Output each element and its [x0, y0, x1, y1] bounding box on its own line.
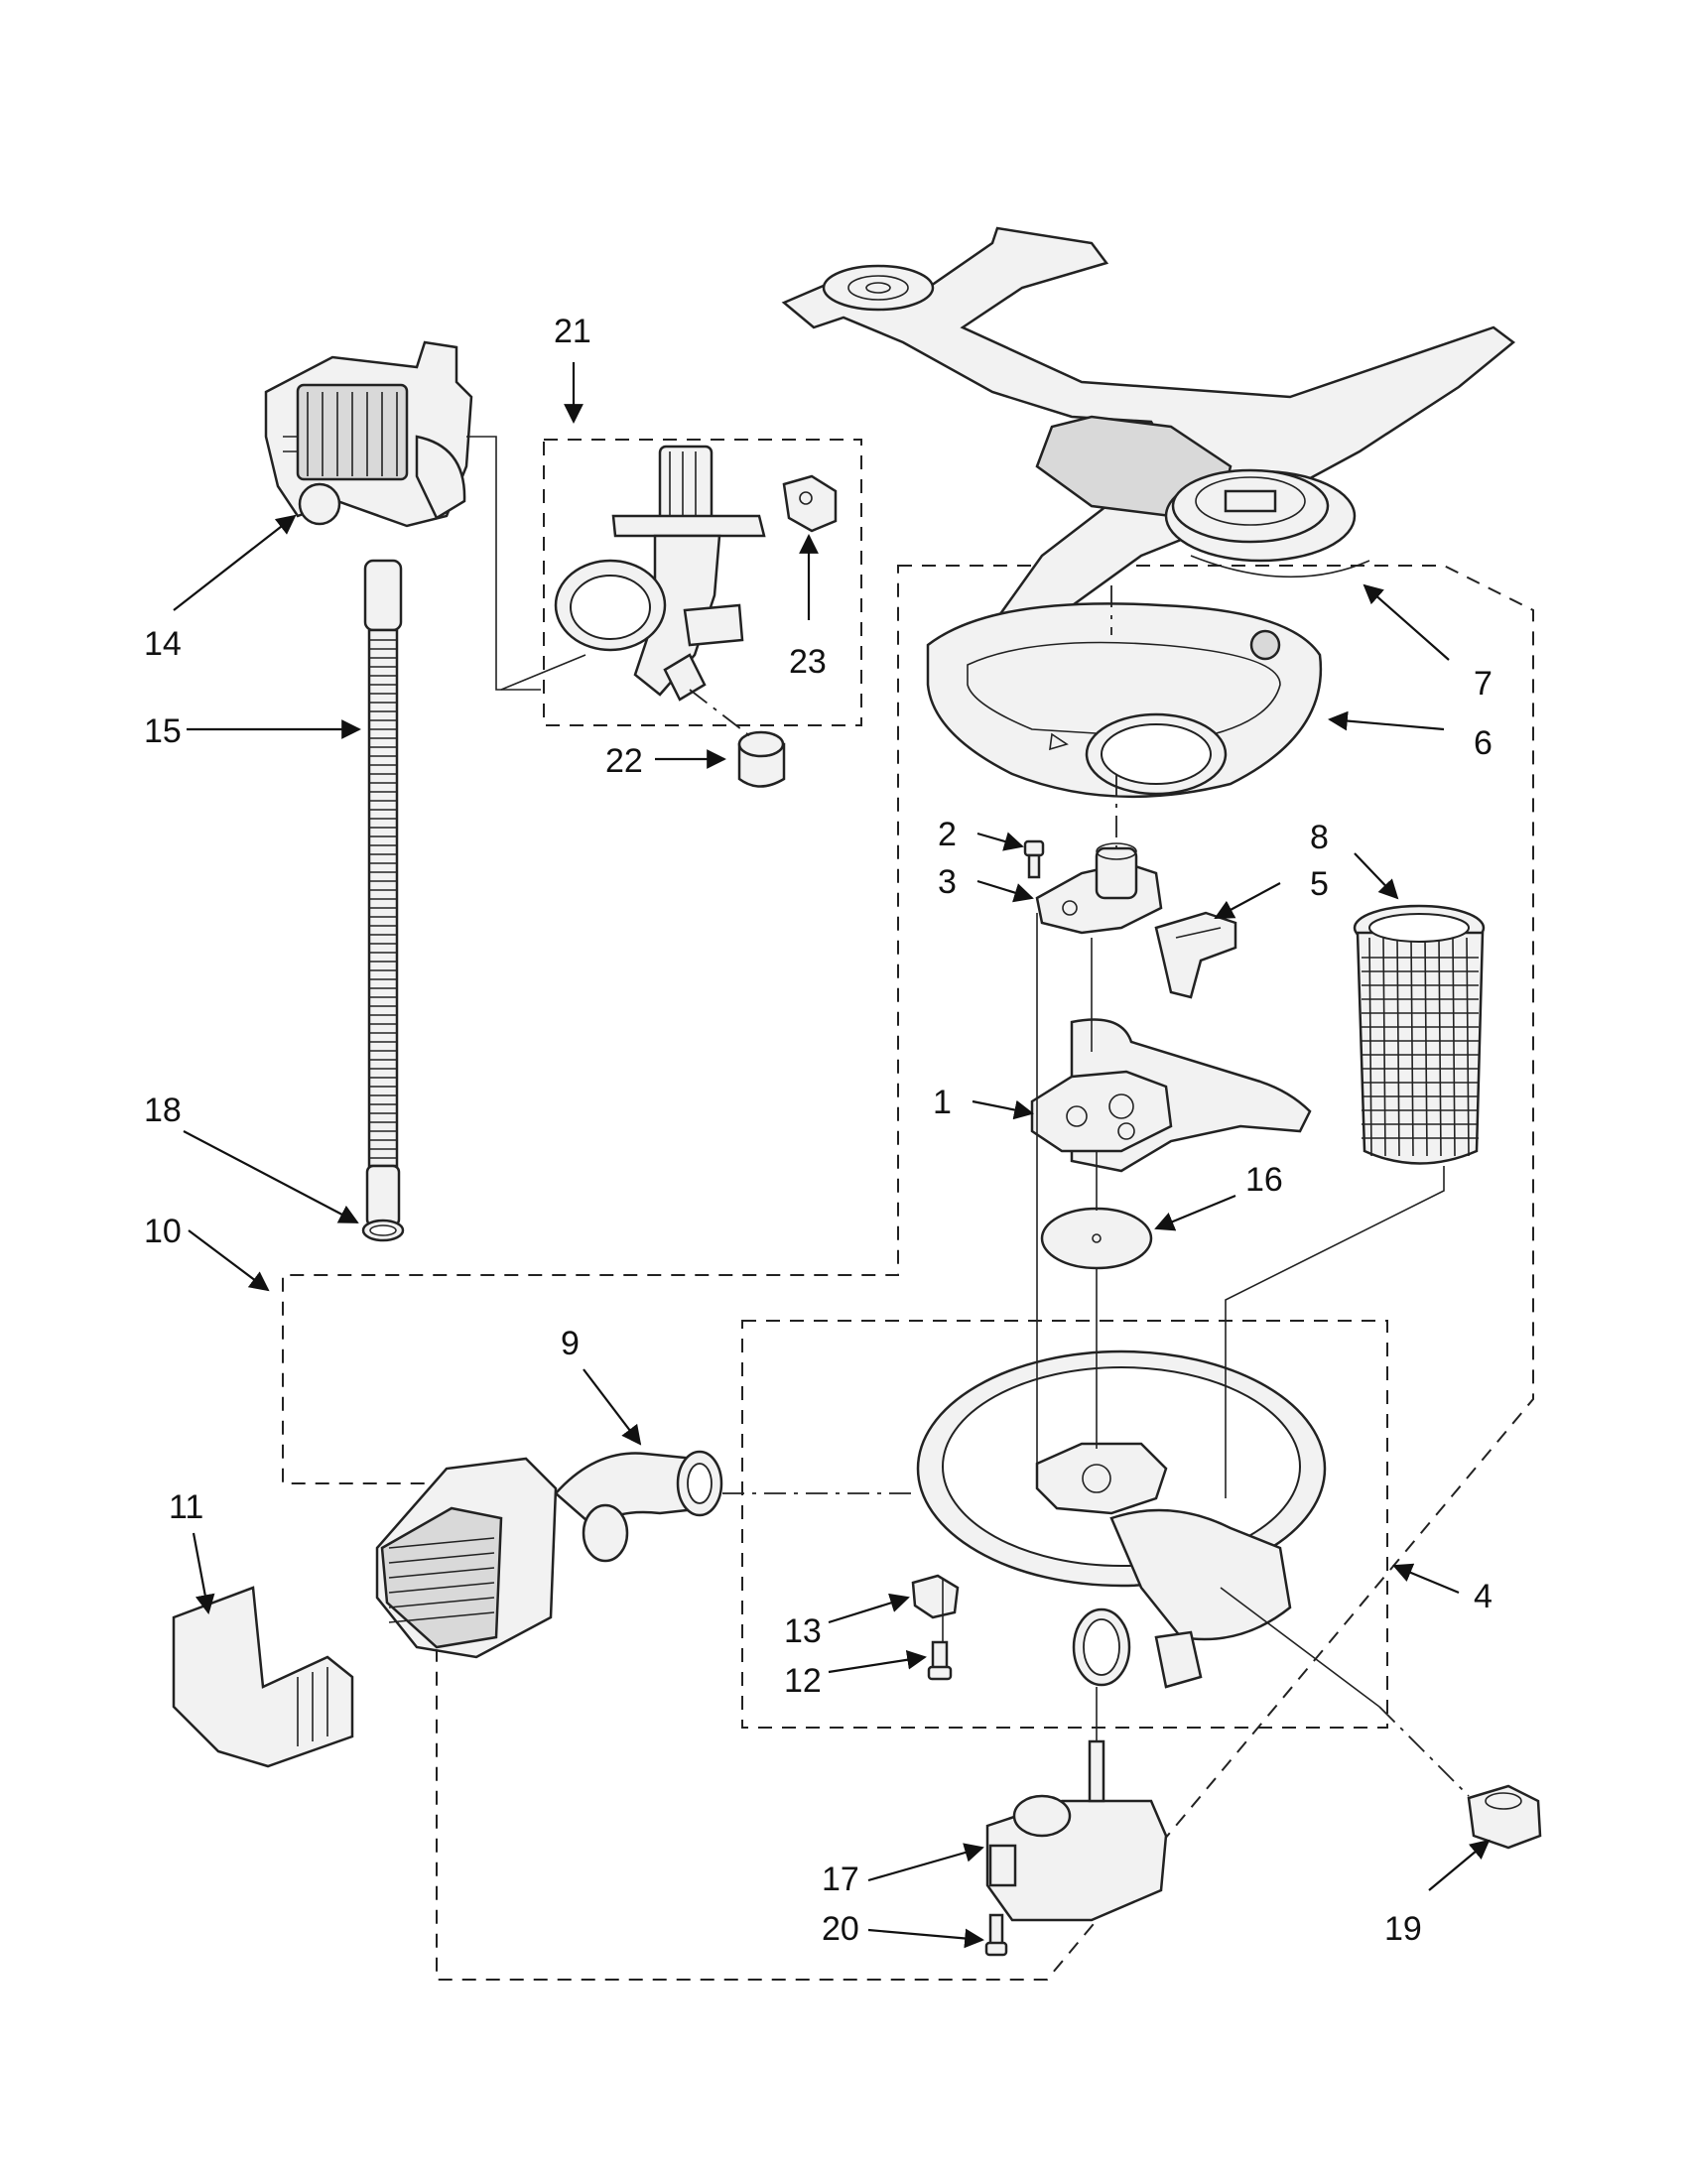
label-21: 21 — [554, 313, 591, 350]
label-11: 11 — [169, 1488, 203, 1526]
sump-assembly — [916, 1349, 1327, 1689]
label-14: 14 — [144, 625, 182, 663]
spray-plate — [926, 602, 1323, 799]
hose-elbow — [554, 1450, 723, 1563]
label-5: 5 — [1310, 865, 1329, 903]
spray-arm — [781, 226, 1516, 637]
screw-12 — [927, 1640, 953, 1681]
label-22: 22 — [605, 742, 643, 780]
manifold — [1035, 842, 1163, 935]
label-23: 23 — [789, 643, 827, 681]
label-1: 1 — [933, 1084, 952, 1121]
label-17: 17 — [822, 1861, 859, 1898]
label-4: 4 — [1474, 1578, 1493, 1615]
hose-clamp — [361, 1219, 405, 1242]
leader-arrows — [173, 362, 1491, 1949]
clip-part — [782, 474, 838, 533]
group-10-outline — [282, 565, 1534, 1981]
screw-2 — [1023, 839, 1045, 879]
disc-16 — [1040, 1207, 1153, 1270]
diverter-motor — [985, 1739, 1168, 1922]
diverter — [1154, 911, 1237, 999]
drain-hose — [363, 559, 403, 1227]
group-21-box — [543, 439, 862, 726]
label-19: 19 — [1384, 1910, 1422, 1948]
cap-part — [737, 730, 786, 788]
pump-housing-1 — [1030, 1018, 1312, 1173]
label-15: 15 — [144, 712, 182, 750]
label-2: 2 — [938, 816, 957, 853]
label-16: 16 — [1245, 1161, 1283, 1199]
sensor-19 — [1467, 1784, 1542, 1850]
connection-lines — [466, 436, 1470, 1797]
label-13: 13 — [784, 1612, 822, 1650]
label-7: 7 — [1474, 665, 1493, 703]
label-20: 20 — [822, 1910, 859, 1948]
bracket-13 — [911, 1574, 960, 1619]
label-8: 8 — [1310, 819, 1329, 856]
label-6: 6 — [1474, 724, 1493, 762]
filter — [1353, 904, 1486, 1165]
drain-pump — [264, 340, 473, 528]
label-12: 12 — [784, 1662, 822, 1700]
group-4-box — [741, 1320, 1388, 1729]
drain-housing — [554, 445, 766, 702]
motor-cover — [172, 1586, 354, 1768]
label-10: 10 — [144, 1213, 182, 1250]
screw-20 — [984, 1913, 1008, 1957]
label-3: 3 — [938, 863, 957, 901]
label-18: 18 — [144, 1092, 182, 1129]
circulation-motor — [375, 1457, 558, 1659]
label-9: 9 — [561, 1325, 580, 1362]
